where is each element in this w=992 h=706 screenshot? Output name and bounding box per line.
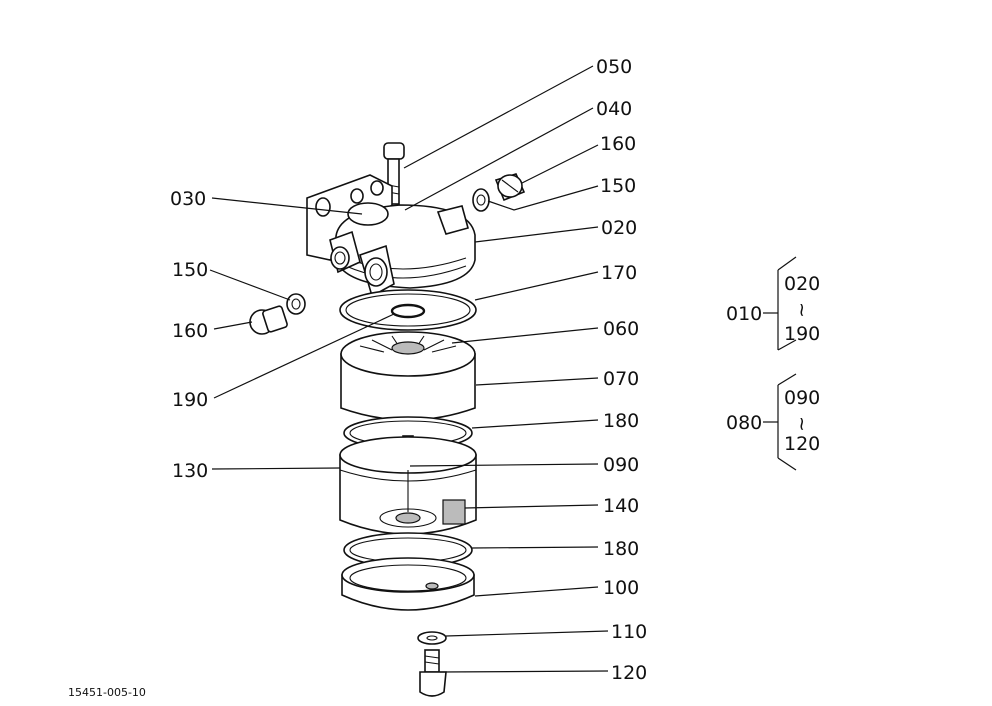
group-080-assembly: 080: [726, 412, 762, 434]
label-180-bottom: 180: [603, 538, 639, 560]
group-010-tilde: ~: [791, 302, 813, 318]
label-110: 110: [611, 621, 647, 643]
label-040: 040: [596, 98, 632, 120]
group-080: 080 090 ~ 120: [726, 373, 820, 471]
label-160-top: 160: [600, 133, 636, 155]
bolt-050: [383, 142, 405, 205]
label-170: 170: [601, 262, 637, 284]
label-190: 190: [172, 389, 208, 411]
label-070: 070: [603, 368, 639, 390]
label-060: 060: [603, 318, 639, 340]
plug-160-right: [494, 173, 526, 202]
bowl-130: [339, 436, 477, 535]
washer-150-right: [472, 188, 490, 212]
group-080-from: 090: [784, 387, 820, 409]
bottom-plate-100: [341, 557, 475, 611]
group-010-from: 020: [784, 273, 820, 295]
washer-150-left: [286, 293, 306, 315]
drain-plug-120: [419, 649, 447, 697]
label-160-left: 160: [172, 320, 208, 342]
group-080-to: 120: [784, 433, 820, 455]
label-130: 130: [172, 460, 208, 482]
figure-number: 15451-005-10: [68, 686, 146, 699]
plug-160-left: [249, 305, 288, 335]
label-050: 050: [596, 56, 632, 78]
group-010: 010 020 ~ 190: [726, 256, 820, 351]
label-020: 020: [601, 217, 637, 239]
label-090: 090: [603, 454, 639, 476]
group-010-to: 190: [784, 323, 820, 345]
o-ring-190: [390, 303, 426, 319]
filter-head-020: [306, 174, 476, 298]
label-180-top: 180: [603, 410, 639, 432]
leader-lines: [209, 65, 609, 673]
label-100: 100: [603, 577, 639, 599]
washer-110: [417, 631, 447, 645]
label-120: 120: [611, 662, 647, 684]
group-080-tilde: ~: [791, 416, 813, 432]
group-010-assembly: 010: [726, 303, 762, 325]
label-150-left: 150: [172, 259, 208, 281]
filter-element-070: [340, 331, 476, 421]
label-140: 140: [603, 495, 639, 517]
label-150-top: 150: [600, 175, 636, 197]
label-030: 030: [170, 188, 206, 210]
